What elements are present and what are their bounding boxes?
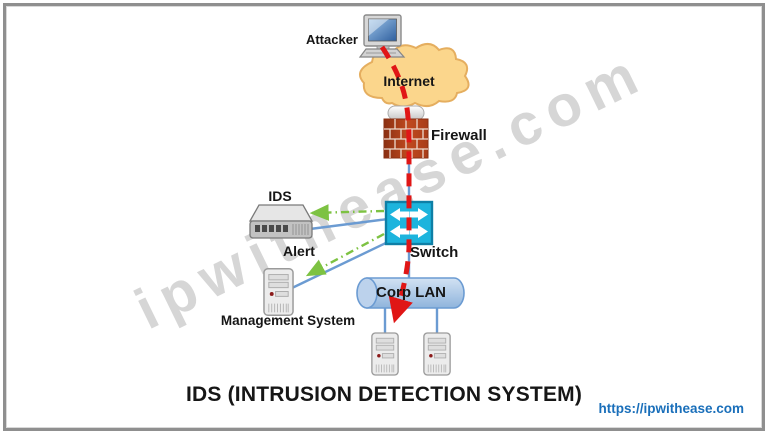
corp-lan-label: Corp LAN xyxy=(376,284,446,301)
link-ids-to-switch xyxy=(309,217,389,231)
management-system-label: Management System xyxy=(220,313,356,328)
internet-label: Internet xyxy=(383,73,435,89)
management-system-icon xyxy=(263,268,294,316)
ids-appliance-icon xyxy=(248,204,314,239)
ids-label: IDS xyxy=(268,188,292,204)
attacker-label: Attacker xyxy=(305,32,358,47)
alert-links xyxy=(305,204,385,277)
firewall-icon xyxy=(383,105,429,159)
lan-server-1-icon xyxy=(371,332,399,376)
attacker-computer-icon xyxy=(358,14,406,58)
website-link[interactable]: https://ipwithease.com xyxy=(598,401,744,416)
link-switch-to-management xyxy=(291,239,391,290)
attack-path xyxy=(379,45,413,324)
diagram-title: IDS (INTRUSION DETECTION SYSTEM) xyxy=(185,383,583,406)
internet-cloud-icon xyxy=(358,43,470,108)
switch-label: Switch xyxy=(410,244,459,261)
alert-arrow xyxy=(305,232,385,277)
alert-label: Alert xyxy=(283,243,315,259)
lan-server-2-icon xyxy=(423,332,451,376)
mirror-traffic-arrow xyxy=(309,204,385,221)
firewall-label: Firewall xyxy=(431,127,487,144)
